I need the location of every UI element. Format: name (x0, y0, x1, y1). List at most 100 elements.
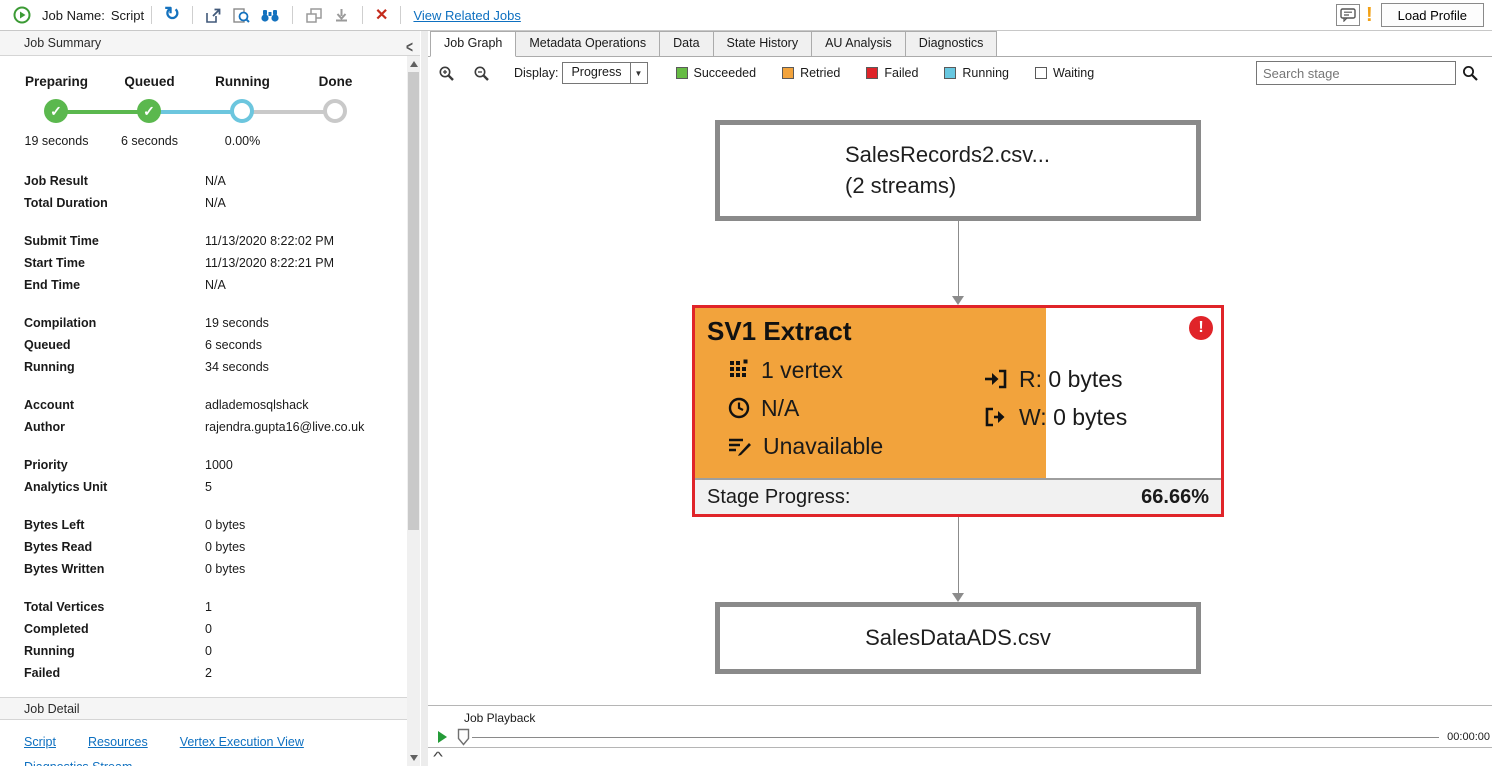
preview-job-button[interactable] (232, 7, 250, 24)
legend-failed: Failed (866, 66, 918, 80)
tab-diagnostics[interactable]: Diagnostics (904, 31, 998, 56)
field-value: 0 bytes (205, 518, 246, 532)
job-summary-header: Job Summary < (0, 31, 420, 57)
job-summary-title: Job Summary (24, 36, 102, 50)
search-icon[interactable] (1462, 65, 1478, 81)
stage-running-circle (230, 99, 254, 123)
kv-row: Analytics Unit 5 (24, 476, 405, 498)
display-selected-value: Progress (571, 65, 622, 79)
stage-label-queued: Queued (124, 74, 175, 89)
field-label: Compilation (24, 316, 97, 330)
field-value: adlademosqlshack (205, 398, 309, 412)
display-dropdown[interactable]: Progress ▼ (562, 62, 648, 84)
tab-au-analysis[interactable]: AU Analysis (811, 31, 906, 56)
view-related-jobs-link[interactable]: View Related Jobs (413, 7, 521, 23)
stage-label-preparing: Preparing (24, 74, 89, 89)
feedback-icon[interactable] (1335, 4, 1360, 26)
refresh-button[interactable]: ↻ (164, 4, 181, 25)
stage-data-status: Unavailable (763, 432, 884, 459)
tab-state-history[interactable]: State History (712, 31, 813, 56)
field-label: Analytics Unit (24, 480, 108, 494)
collapse-panel-icon[interactable]: < (405, 37, 413, 57)
edit-lines-icon (727, 434, 753, 458)
scroll-up-icon[interactable] (410, 61, 418, 67)
output-node-salesdataads[interactable]: SalesDataADS.csv (715, 602, 1201, 674)
zoom-in-icon[interactable] (438, 65, 455, 82)
field-value: 1 (205, 600, 212, 614)
separator (192, 6, 194, 24)
playback-play-button[interactable] (438, 731, 447, 743)
field-value: 34 seconds (205, 360, 269, 374)
field-label: Account (24, 398, 74, 412)
chevron-down-icon[interactable]: ▼ (629, 63, 647, 83)
scroll-down-icon[interactable] (410, 755, 418, 761)
field-label: End Time (24, 278, 81, 292)
load-profile-button[interactable]: Load Profile (1380, 3, 1484, 27)
tab-metadata-operations[interactable]: Metadata Operations (515, 31, 661, 56)
field-value: N/A (205, 278, 226, 292)
kv-row: Bytes Left 0 bytes (24, 514, 405, 536)
search-stage-input[interactable] (1256, 61, 1456, 85)
stage-title: SV1 Extract (707, 316, 852, 346)
stage-label-done: Done (318, 74, 353, 89)
stage-sub-queued: 6 seconds (121, 134, 178, 148)
download-button[interactable] (333, 7, 350, 23)
script-link[interactable]: Script (24, 735, 56, 749)
binoculars-search-icon[interactable] (260, 8, 280, 23)
resources-link[interactable]: Resources (87, 735, 148, 749)
field-value: N/A (205, 174, 226, 188)
stage-pending-circle (323, 99, 347, 123)
chevron-up-icon[interactable]: ^ (433, 749, 443, 764)
zoom-out-icon[interactable] (473, 65, 490, 82)
cascade-windows-button[interactable] (305, 7, 323, 24)
kv-row: End Time N/A (24, 274, 405, 296)
field-label: Start Time (24, 256, 85, 270)
running-swatch (944, 67, 957, 79)
job-detail-header: Job Detail (0, 697, 420, 720)
stage-sub-running: 0.00% (224, 134, 261, 148)
tab-data[interactable]: Data (659, 31, 714, 56)
playback-slider-thumb[interactable] (457, 728, 470, 746)
stepper-line (56, 110, 149, 114)
scrollbar-thumb[interactable] (408, 72, 419, 530)
field-label: Running (24, 360, 75, 374)
field-value: 0 (205, 622, 212, 636)
diagnostics-stream-link[interactable]: Diagnostics Stream (24, 760, 132, 766)
field-label: Author (24, 420, 65, 434)
stage-progress-label: Stage Progress: (707, 485, 851, 508)
field-label: Total Vertices (24, 600, 105, 614)
stage-time: N/A (761, 394, 800, 421)
read-arrow-icon (983, 367, 1009, 391)
stage-progress-bar: Stage Progress: 66.66% (695, 478, 1221, 514)
warning-icon: ! (1365, 3, 1373, 26)
failed-swatch (866, 67, 879, 79)
legend-label: Succeeded (693, 66, 757, 80)
open-external-button[interactable] (205, 7, 222, 24)
panel-splitter[interactable] (420, 31, 428, 766)
job-graph-canvas[interactable]: SalesRecords2.csv... (2 streams) SV1 Ext… (428, 89, 1492, 705)
stage-node-sv1-extract[interactable]: SV1 Extract 1 vertex N/A (692, 305, 1224, 517)
edge-input-to-stage (958, 221, 959, 299)
job-graph-panel: Job Graph Metadata Operations Data State… (428, 31, 1492, 766)
field-label: Bytes Left (24, 518, 85, 532)
input-node-salesrecords2[interactable]: SalesRecords2.csv... (2 streams) (715, 120, 1201, 221)
vertex-execution-view-link[interactable]: Vertex Execution View (179, 735, 304, 749)
waiting-swatch (1034, 67, 1047, 79)
tab-job-graph[interactable]: Job Graph (430, 31, 517, 57)
field-value: 5 (205, 480, 212, 494)
playback-slider-track[interactable] (472, 736, 1440, 738)
legend-running: Running (944, 66, 1009, 80)
cancel-job-button[interactable]: ✕ (375, 7, 389, 24)
bottom-collapse-strip: ^ (428, 747, 1492, 766)
legend-label: Retried (800, 66, 841, 80)
left-panel-scrollbar[interactable] (407, 56, 420, 766)
